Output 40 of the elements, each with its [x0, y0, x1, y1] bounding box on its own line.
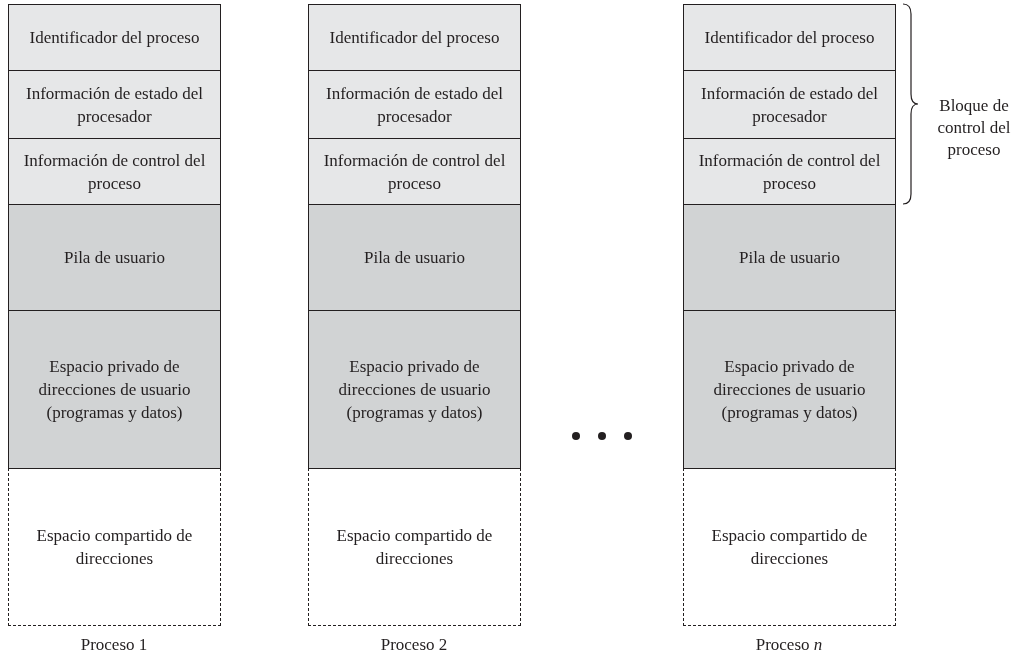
box-text: Información de control del proceso: [322, 149, 507, 195]
box-text: Información de estado del procesador: [325, 82, 504, 128]
column-label: Proceso 2: [379, 634, 449, 656]
pcb-field-box: [683, 70, 896, 139]
box-text: Espacio privado de direcciones de usuario (programas y datos): [37, 356, 192, 424]
box-text: Información de estado del procesador: [25, 82, 204, 128]
box-text: Espacio privado de direcciones de usuario (programas y datos): [712, 356, 867, 424]
memory-region-box: [8, 204, 221, 311]
box-text: Espacio compartido de direcciones: [710, 525, 869, 570]
box-text: Espacio compartido de direcciones: [335, 525, 494, 570]
column-label: Proceso n: [754, 634, 824, 656]
pcb-field-box: [8, 138, 221, 205]
pcb-field-box: [308, 138, 521, 205]
pcb-field-box: [308, 70, 521, 139]
pcb-field-box: [8, 70, 221, 139]
memory-region-box: [8, 310, 221, 469]
box-text: Pila de usuario: [738, 247, 840, 269]
box-text: Identificador del proceso: [29, 27, 200, 49]
box-text: Información de estado del procesador: [700, 82, 879, 128]
pcb-field-box: [308, 4, 521, 71]
shared-region-box: [8, 468, 221, 626]
shared-region-box: [308, 468, 521, 626]
pcb-field-box: [683, 4, 896, 71]
brace-label: Bloque de control del proceso: [936, 95, 1012, 161]
shared-region-box: [683, 468, 896, 626]
pcb-field-box: [8, 4, 221, 71]
box-text: Pila de usuario: [363, 247, 465, 269]
memory-region-box: [683, 204, 896, 311]
box-text: Información de control del proceso: [697, 149, 882, 195]
box-text: Identificador del proceso: [329, 27, 500, 49]
column-label: Proceso 1: [79, 634, 149, 656]
memory-region-box: [683, 310, 896, 469]
box-text: Pila de usuario: [63, 247, 165, 269]
memory-region-box: [308, 204, 521, 311]
box-text: Identificador del proceso: [704, 27, 875, 49]
box-text: Información de control del proceso: [22, 149, 207, 195]
box-text: Espacio privado de direcciones de usuario (programas y datos): [337, 356, 492, 424]
memory-region-box: [308, 310, 521, 469]
box-text: Espacio compartido de direcciones: [35, 525, 194, 570]
pcb-field-box: [683, 138, 896, 205]
